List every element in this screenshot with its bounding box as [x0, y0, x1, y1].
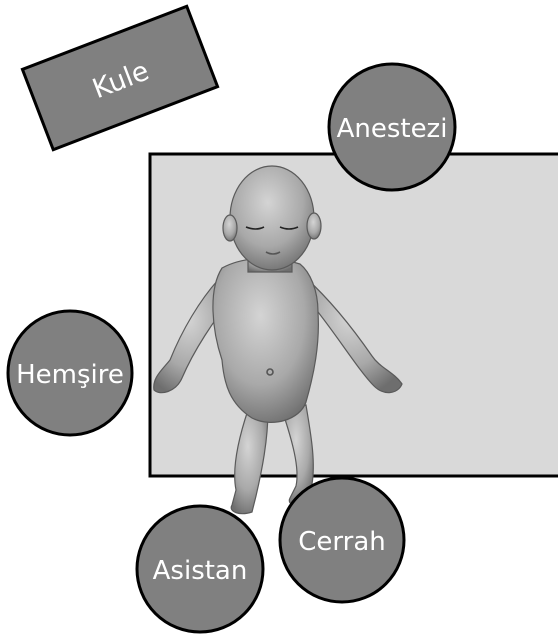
assistant-label: Asistan: [153, 556, 248, 586]
nurse-marker: Hemşire: [8, 311, 132, 435]
anesthesia-marker: Anestezi: [329, 64, 455, 190]
assistant-marker: Asistan: [137, 506, 263, 632]
surgeon-label: Cerrah: [298, 527, 385, 557]
anesthesia-label: Anestezi: [337, 114, 448, 144]
infant-right-ear: [307, 213, 321, 239]
tower-marker: Kule: [22, 6, 217, 149]
nurse-label: Hemşire: [16, 360, 124, 390]
infant-left-ear: [223, 215, 237, 241]
surgeon-marker: Cerrah: [280, 478, 404, 602]
